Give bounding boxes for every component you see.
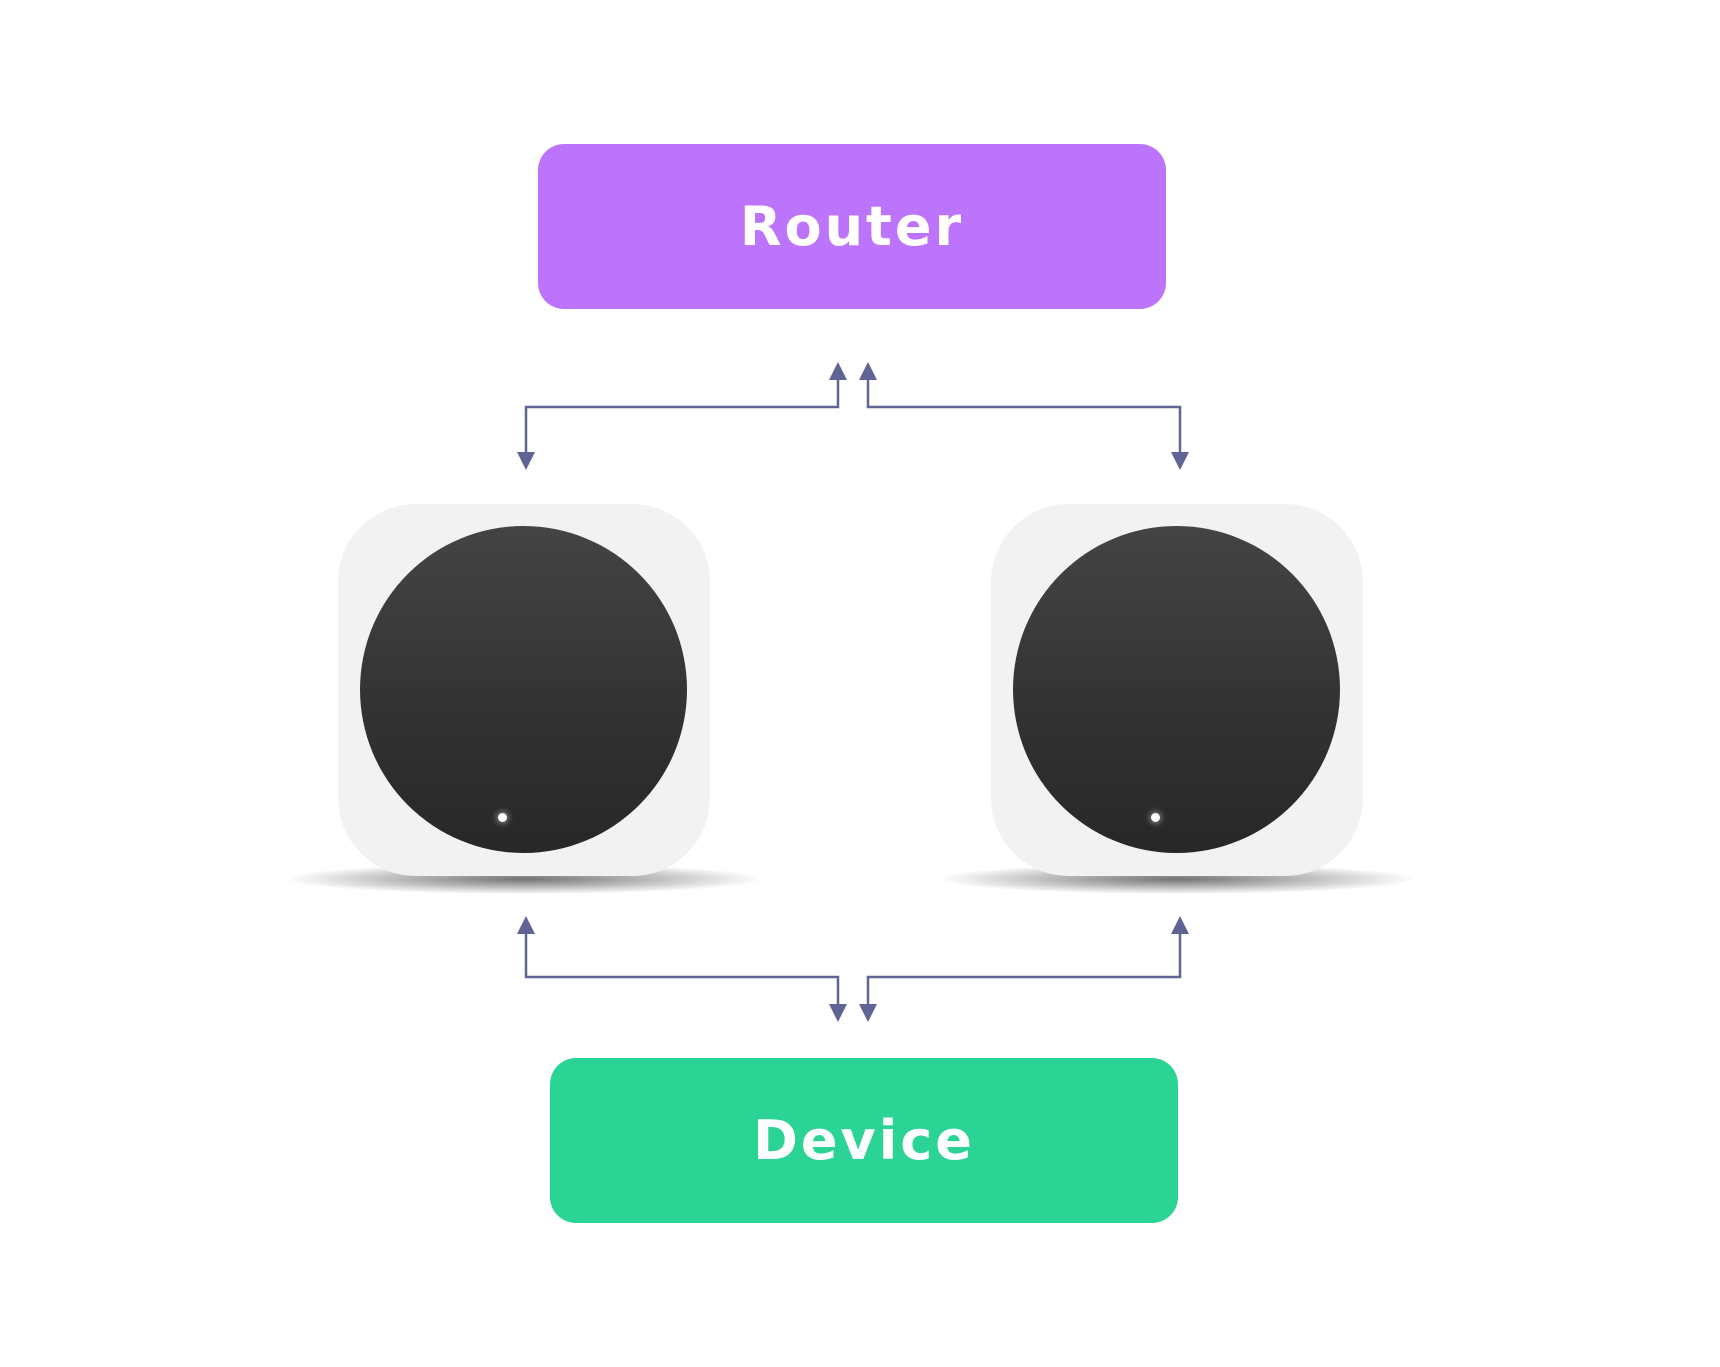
hub-disc <box>1013 526 1340 853</box>
mesh-hub-right <box>941 504 1413 894</box>
mesh-hub-left <box>288 504 760 894</box>
connector-hub-left-device <box>517 916 847 1022</box>
arrowhead-down-device-left <box>829 1004 847 1022</box>
arrowhead-down-device-right <box>859 1004 877 1022</box>
status-led-icon <box>498 813 507 822</box>
arrowhead-up-hub-right-bottom <box>1171 916 1189 934</box>
device-label: Device <box>753 1109 975 1172</box>
status-led-icon <box>1151 813 1160 822</box>
connector-router-hub-right <box>859 362 1189 470</box>
connector-hub-right-device <box>859 916 1189 1022</box>
arrowhead-up-router-left <box>829 362 847 380</box>
arrowhead-up-hub-left-bottom <box>517 916 535 934</box>
device-node: Device <box>550 1058 1178 1223</box>
arrowhead-down-hub-right-top <box>1171 452 1189 470</box>
hub-disc <box>360 526 687 853</box>
arrowhead-down-hub-left-top <box>517 452 535 470</box>
router-label: Router <box>739 195 965 258</box>
connector-router-hub-left <box>517 362 847 470</box>
router-node: Router <box>538 144 1166 309</box>
arrowhead-up-router-right <box>859 362 877 380</box>
